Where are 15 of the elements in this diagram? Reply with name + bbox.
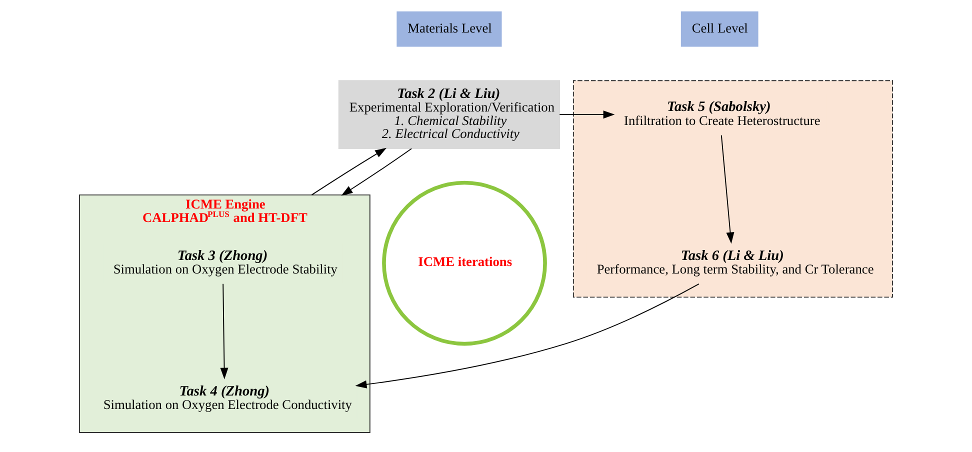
arrow [559, 110, 615, 119]
arrow [220, 283, 228, 380]
node-text: Task 6 (Li & Liu) Performance, Long term Stability, and Cr Tolerance [596, 248, 874, 276]
arrow [311, 148, 387, 196]
node-circle: ICME iterations [382, 180, 547, 346]
arrow [341, 148, 412, 196]
node-text: Task 4 (Zhong) Simulation on Oxygen Electrode Conductivity [103, 383, 352, 412]
arrow [720, 134, 734, 244]
node-text: Task 3 (Zhong) Simulation on Oxygen Electrode Stability [113, 248, 338, 276]
node-box: Task 2 (Li & Liu) Experimental Exploration/Verification 1. Chemical Stability 2. Electrical Conductivity [338, 80, 560, 149]
arrow [355, 284, 700, 388]
cluster [572, 80, 894, 298]
node-box: Cell Level [680, 11, 758, 47]
node-box: Materials Level [396, 11, 502, 47]
node-text: Task 5 (Sabolsky) Infiltration to Create Heterostructure [624, 99, 820, 128]
